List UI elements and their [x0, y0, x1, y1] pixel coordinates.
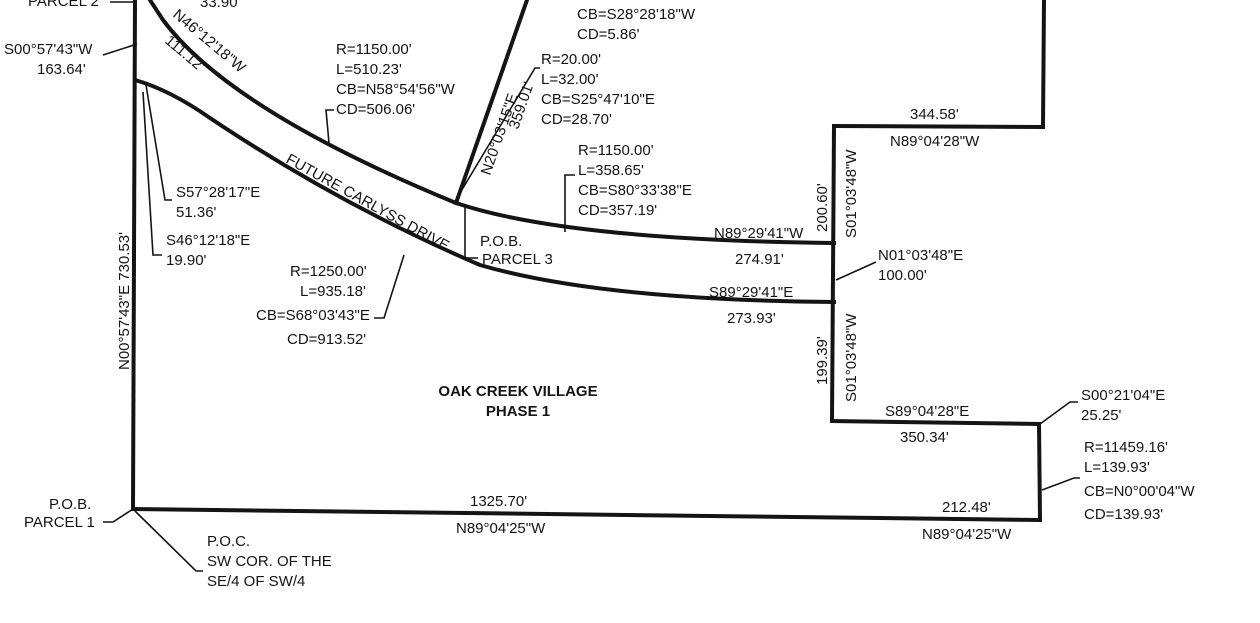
label-north-segment-bearing: N89°29'41"W [714, 225, 804, 242]
label-mid-bearing: S89°04'28"E [885, 403, 969, 420]
label-parcel2-top: PARCEL 2 [28, 0, 99, 10]
label-south-bearing: N89°04'25"W [456, 520, 546, 537]
label-pob1-line1: P.O.B. [49, 496, 91, 513]
plat-labels: PARCEL 2 33.90 S00°57'43"W 163.64' N46°1… [4, 0, 1195, 590]
label-east2-bearing: N01°03'48"E [878, 247, 963, 264]
east-boundary-lower [1036, 421, 1043, 523]
label-east-top-bearing: N89°04'28"W [890, 133, 980, 150]
label-east4-bearing: S00°21'04"E [1081, 387, 1165, 404]
label-curve1-radius: R=1150.00' [336, 41, 412, 58]
label-south-segment-bearing: S89°29'41"E [709, 284, 793, 301]
label-east4-distance: 25.25' [1081, 407, 1122, 424]
road-north-row-line [147, 0, 837, 246]
label-w1-distance: 51.36' [176, 204, 217, 221]
label-curve-top-chord-distance: CD=5.86' [577, 26, 640, 43]
label-curve3-chord-distance: CD=357.19' [578, 202, 657, 219]
label-curve1-chord-distance: CD=506.06' [336, 101, 415, 118]
label-east3-bearing: S01°03'48"W [843, 313, 860, 402]
label-curve5-radius: R=11459.16' [1084, 439, 1168, 456]
label-curve5-chord-distance: CD=139.93' [1084, 506, 1163, 523]
label-se-distance: 212.48' [942, 499, 991, 516]
label-w2-distance: 19.90' [166, 252, 207, 269]
label-se-bearing: N89°04'25"W [922, 526, 1012, 543]
label-east-top-distance: 344.58' [910, 106, 959, 123]
label-curve3-length: L=358.65' [578, 162, 644, 179]
label-curve5-length: L=139.93' [1084, 459, 1150, 476]
label-west-main-call: N00°57'43"E 730.53' [116, 232, 133, 370]
label-curve1-length: L=510.23' [336, 61, 402, 78]
label-pob3-line1: P.O.B. [480, 233, 522, 250]
label-w1-bearing: S57°28'17"E [176, 184, 260, 201]
label-curve4-radius: R=1250.00' [290, 263, 367, 280]
east-offset-boundary [829, 123, 837, 424]
label-curve3-radius: R=1150.00' [578, 142, 654, 159]
label-curve3-chord-bearing: CB=S80°33'38"E [578, 182, 692, 199]
label-south-segment-distance: 273.93' [727, 310, 776, 327]
west-boundary-line [130, 0, 138, 512]
label-west-north-bearing: S00°57'43"W [4, 41, 93, 58]
label-east3-distance: 199.39' [814, 336, 831, 385]
east-top-right-boundary [1040, 0, 1047, 130]
label-curve2-length: L=32.00' [541, 71, 599, 88]
label-curve4-chord-bearing: CB=S68°03'43"E [256, 307, 370, 324]
label-curve2-chord-bearing: CB=S25°47'10"E [541, 91, 655, 108]
label-curve4-chord-distance: CD=913.52' [287, 331, 366, 348]
label-north-segment-distance: 274.91' [735, 251, 784, 268]
label-west-north-distance: 163.64' [37, 61, 86, 78]
label-east1-bearing: S01°03'48"W [843, 149, 860, 238]
label-mid-distance: 350.34' [900, 429, 949, 446]
boundary-lines [130, 0, 1047, 523]
label-curve2-chord-distance: CD=28.70' [541, 111, 612, 128]
label-top-dist-cut: 33.90 [200, 0, 238, 11]
label-curve-top-chord-bearing: CB=S28°28'18"W [577, 6, 696, 23]
label-poc-line1: P.O.C. [207, 533, 250, 550]
label-pob1-line2: PARCEL 1 [24, 514, 95, 531]
label-curve1-chord-bearing: CB=N58°54'56"W [336, 81, 456, 98]
label-poc-line3: SE/4 OF SW/4 [207, 573, 305, 590]
label-subdivision-name: OAK CREEK VILLAGE [438, 383, 597, 400]
label-curve4-length: L=935.18' [300, 283, 366, 300]
east-top-boundary [831, 123, 1046, 130]
label-pob3-line2: PARCEL 3 [482, 251, 553, 268]
parcel3-spur-line [453, 0, 530, 206]
label-curve5-chord-bearing: CB=N0°00'04"W [1084, 483, 1195, 500]
road-south-row-line [132, 77, 837, 305]
leader-lines [102, 1, 1080, 572]
label-poc-line2: SW COR. OF THE [207, 553, 332, 570]
label-east2-distance: 100.00' [878, 267, 927, 284]
label-curve2-radius: R=20.00' [541, 51, 601, 68]
south-boundary-line [130, 506, 1043, 523]
label-east1-distance: 200.60' [814, 183, 831, 232]
label-w2-bearing: S46°12'18"E [166, 232, 250, 249]
mid-boundary-segment [829, 418, 1042, 427]
label-south-distance: 1325.70' [470, 493, 527, 510]
label-road-name: FUTURE CARLYSS DRIVE [283, 151, 452, 255]
label-subdivision-phase: PHASE 1 [486, 403, 550, 420]
